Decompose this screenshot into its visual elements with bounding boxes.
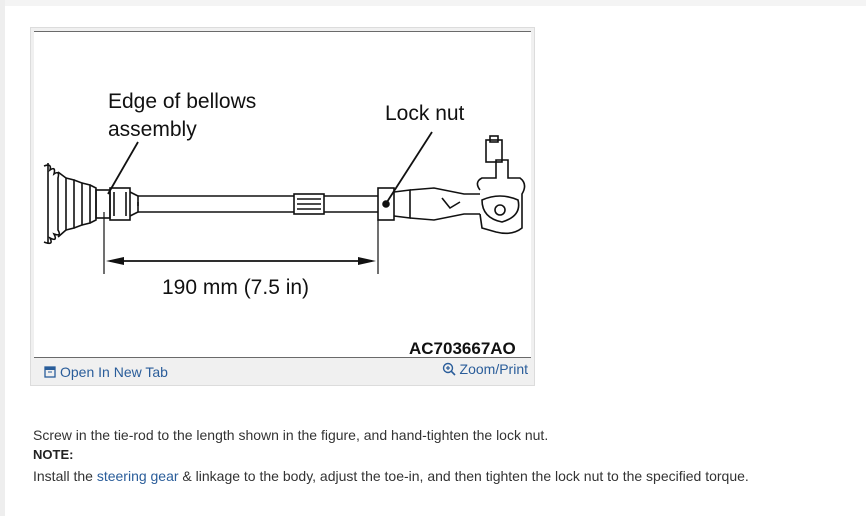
top-border <box>5 0 866 6</box>
figure-code: AC703667AO <box>409 339 516 357</box>
zoom-in-icon <box>442 362 456 376</box>
note-text: Install the steering gear & linkage to t… <box>33 468 749 484</box>
open-tab-icon <box>44 366 56 378</box>
label-bellows-line1: Edge of bellows <box>108 90 256 113</box>
note-prefix: Install the <box>33 468 97 484</box>
note-suffix: & linkage to the body, adjust the toe-in… <box>178 468 749 484</box>
instruction-text: Screw in the tie-rod to the length shown… <box>33 427 549 443</box>
steering-gear-link[interactable]: steering gear <box>96 468 179 484</box>
dimension-arrow <box>106 257 376 265</box>
label-dimension: 190 mm (7.5 in) <box>162 276 309 299</box>
tie-rod-drawing <box>43 131 526 274</box>
label-bellows-line2: assembly <box>108 118 197 141</box>
label-lock-nut: Lock nut <box>385 102 465 125</box>
zoom-print-link[interactable]: Zoom/Print <box>442 361 528 377</box>
zoom-print-label: Zoom/Print <box>459 361 528 377</box>
note-label: NOTE: <box>33 447 74 462</box>
open-new-tab-link[interactable]: Open In New Tab <box>44 364 168 380</box>
open-new-tab-label: Open In New Tab <box>60 364 168 380</box>
figure-container: Edge of bellows assembly Lock nut 190 mm… <box>30 27 535 386</box>
left-border <box>0 0 5 516</box>
figure-toolbar: Open In New Tab Zoom/Print <box>34 361 531 383</box>
figure-image[interactable]: Edge of bellows assembly Lock nut 190 mm… <box>34 31 531 358</box>
tie-rod-diagram: Edge of bellows assembly Lock nut 190 mm… <box>43 90 526 357</box>
